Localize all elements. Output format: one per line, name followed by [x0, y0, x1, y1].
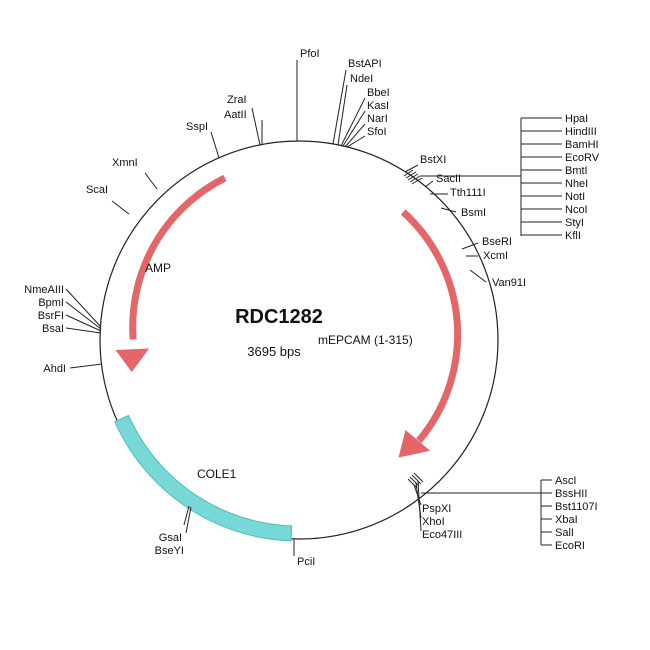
bseri-tick	[461, 242, 479, 250]
bstapi-label: BstAPI	[348, 58, 382, 70]
mcs-upper-label: EcoRV	[565, 152, 600, 164]
cole1-feature	[114, 414, 293, 542]
ahdi-label: AhdI	[43, 363, 66, 375]
mcs-lower-label: SalI	[555, 527, 574, 539]
nari-label: NarI	[367, 113, 388, 125]
bsmi-tick	[440, 207, 457, 213]
bsrfi-label: BsrFI	[38, 310, 64, 322]
nmeaiii-tick	[65, 288, 102, 328]
xmni-label: XmnI	[112, 157, 138, 169]
scai-label: ScaI	[86, 184, 108, 196]
kasi-tick	[342, 110, 366, 147]
sacii-tick	[424, 180, 434, 188]
bstxi-tick	[404, 164, 419, 173]
xhoi-label: XhoI	[422, 516, 445, 528]
cole1-label: COLE1	[197, 467, 237, 481]
mcs-lower-ticks	[407, 472, 541, 494]
sspi-label: SspI	[186, 121, 208, 133]
bsrfi-tick	[65, 314, 102, 332]
van91i-tick	[469, 269, 487, 283]
gsai-tick	[183, 505, 190, 526]
eco47iii-label: Eco47III	[422, 529, 462, 541]
amp-label: AMP	[145, 261, 171, 275]
pcii-label: PciI	[297, 556, 315, 568]
nari-tick	[344, 123, 366, 148]
plasmid-size: 3695 bps	[247, 344, 301, 359]
mcs-upper-label: KflI	[565, 230, 581, 242]
bsai-label: BsaI	[42, 323, 64, 335]
sfoi-label: SfoI	[367, 126, 387, 138]
plasmid-name: RDC1282	[235, 306, 323, 328]
zrai-tick	[251, 107, 261, 146]
xcmi-label: XcmI	[483, 250, 508, 262]
amp-arrow	[129, 174, 227, 340]
eco47iii-tick	[417, 480, 422, 532]
bstxi-label: BstXI	[420, 154, 446, 166]
mcs-lower-label: BssHII	[555, 488, 587, 500]
mcs-upper-label: StyI	[565, 217, 584, 229]
bbei-label: BbeI	[367, 87, 390, 99]
bseri-label: BseRI	[482, 236, 512, 248]
pfoi-label: PfoI	[300, 48, 320, 60]
zrai-label: ZraI	[227, 94, 247, 106]
mcs-upper-bracket	[520, 117, 562, 236]
sfoi-tick	[346, 135, 366, 148]
mcs-lower-label: Bst1107I	[555, 501, 598, 513]
kasi-label: KasI	[367, 100, 389, 112]
bbei-tick	[340, 97, 366, 147]
sspi-tick	[210, 131, 220, 159]
mcs-upper-label: NcoI	[565, 204, 588, 216]
mcs-lower-bracket	[540, 479, 552, 546]
bsai-tick	[65, 327, 102, 334]
ahdi-tick	[69, 363, 103, 369]
mcs-upper-label: HpaI	[565, 113, 588, 125]
pspxi-label: PspXI	[422, 503, 451, 515]
aatii-label: AatII	[224, 109, 247, 121]
mepcam-label: mEPCAM (1-315)	[318, 333, 413, 347]
bsmi-label: BsmI	[461, 207, 486, 219]
mcs-upper-label: HindIII	[565, 126, 597, 138]
ndei-tick	[337, 84, 348, 146]
mcs-upper-label: BamHI	[565, 139, 599, 151]
tth111i-label: Tth111I	[450, 187, 486, 199]
sacii-label: SacII	[436, 173, 461, 185]
plasmid-backbone	[99, 140, 499, 540]
mepcam-arrow	[400, 209, 462, 444]
scai-tick	[111, 200, 130, 215]
mcs-upper-ticks	[403, 169, 521, 185]
amp-arrowhead	[115, 348, 150, 372]
nmeaiii-label: NmeAIII	[24, 284, 64, 296]
mcs-lower-label: XbaI	[555, 514, 578, 526]
mcs-lower-label: EcoRI	[555, 540, 585, 552]
bseyi-label: BseYI	[155, 545, 184, 557]
bseyi-tick	[185, 506, 192, 534]
mcs-lower-label: AscI	[555, 475, 576, 487]
mepcam-arrowhead	[398, 430, 431, 458]
mcs-upper-label: NotI	[565, 191, 585, 203]
mcs-upper-label: BmtI	[565, 165, 588, 177]
bpmi-label: BpmI	[38, 297, 64, 309]
bpmi-tick	[65, 301, 102, 330]
gsai-label: GsaI	[159, 532, 182, 544]
xmni-tick	[144, 172, 158, 190]
van91i-label: Van91I	[492, 277, 526, 289]
ndei-label: NdeI	[350, 73, 373, 85]
mcs-upper-label: NheI	[565, 178, 588, 190]
bstapi-tick	[332, 69, 347, 145]
